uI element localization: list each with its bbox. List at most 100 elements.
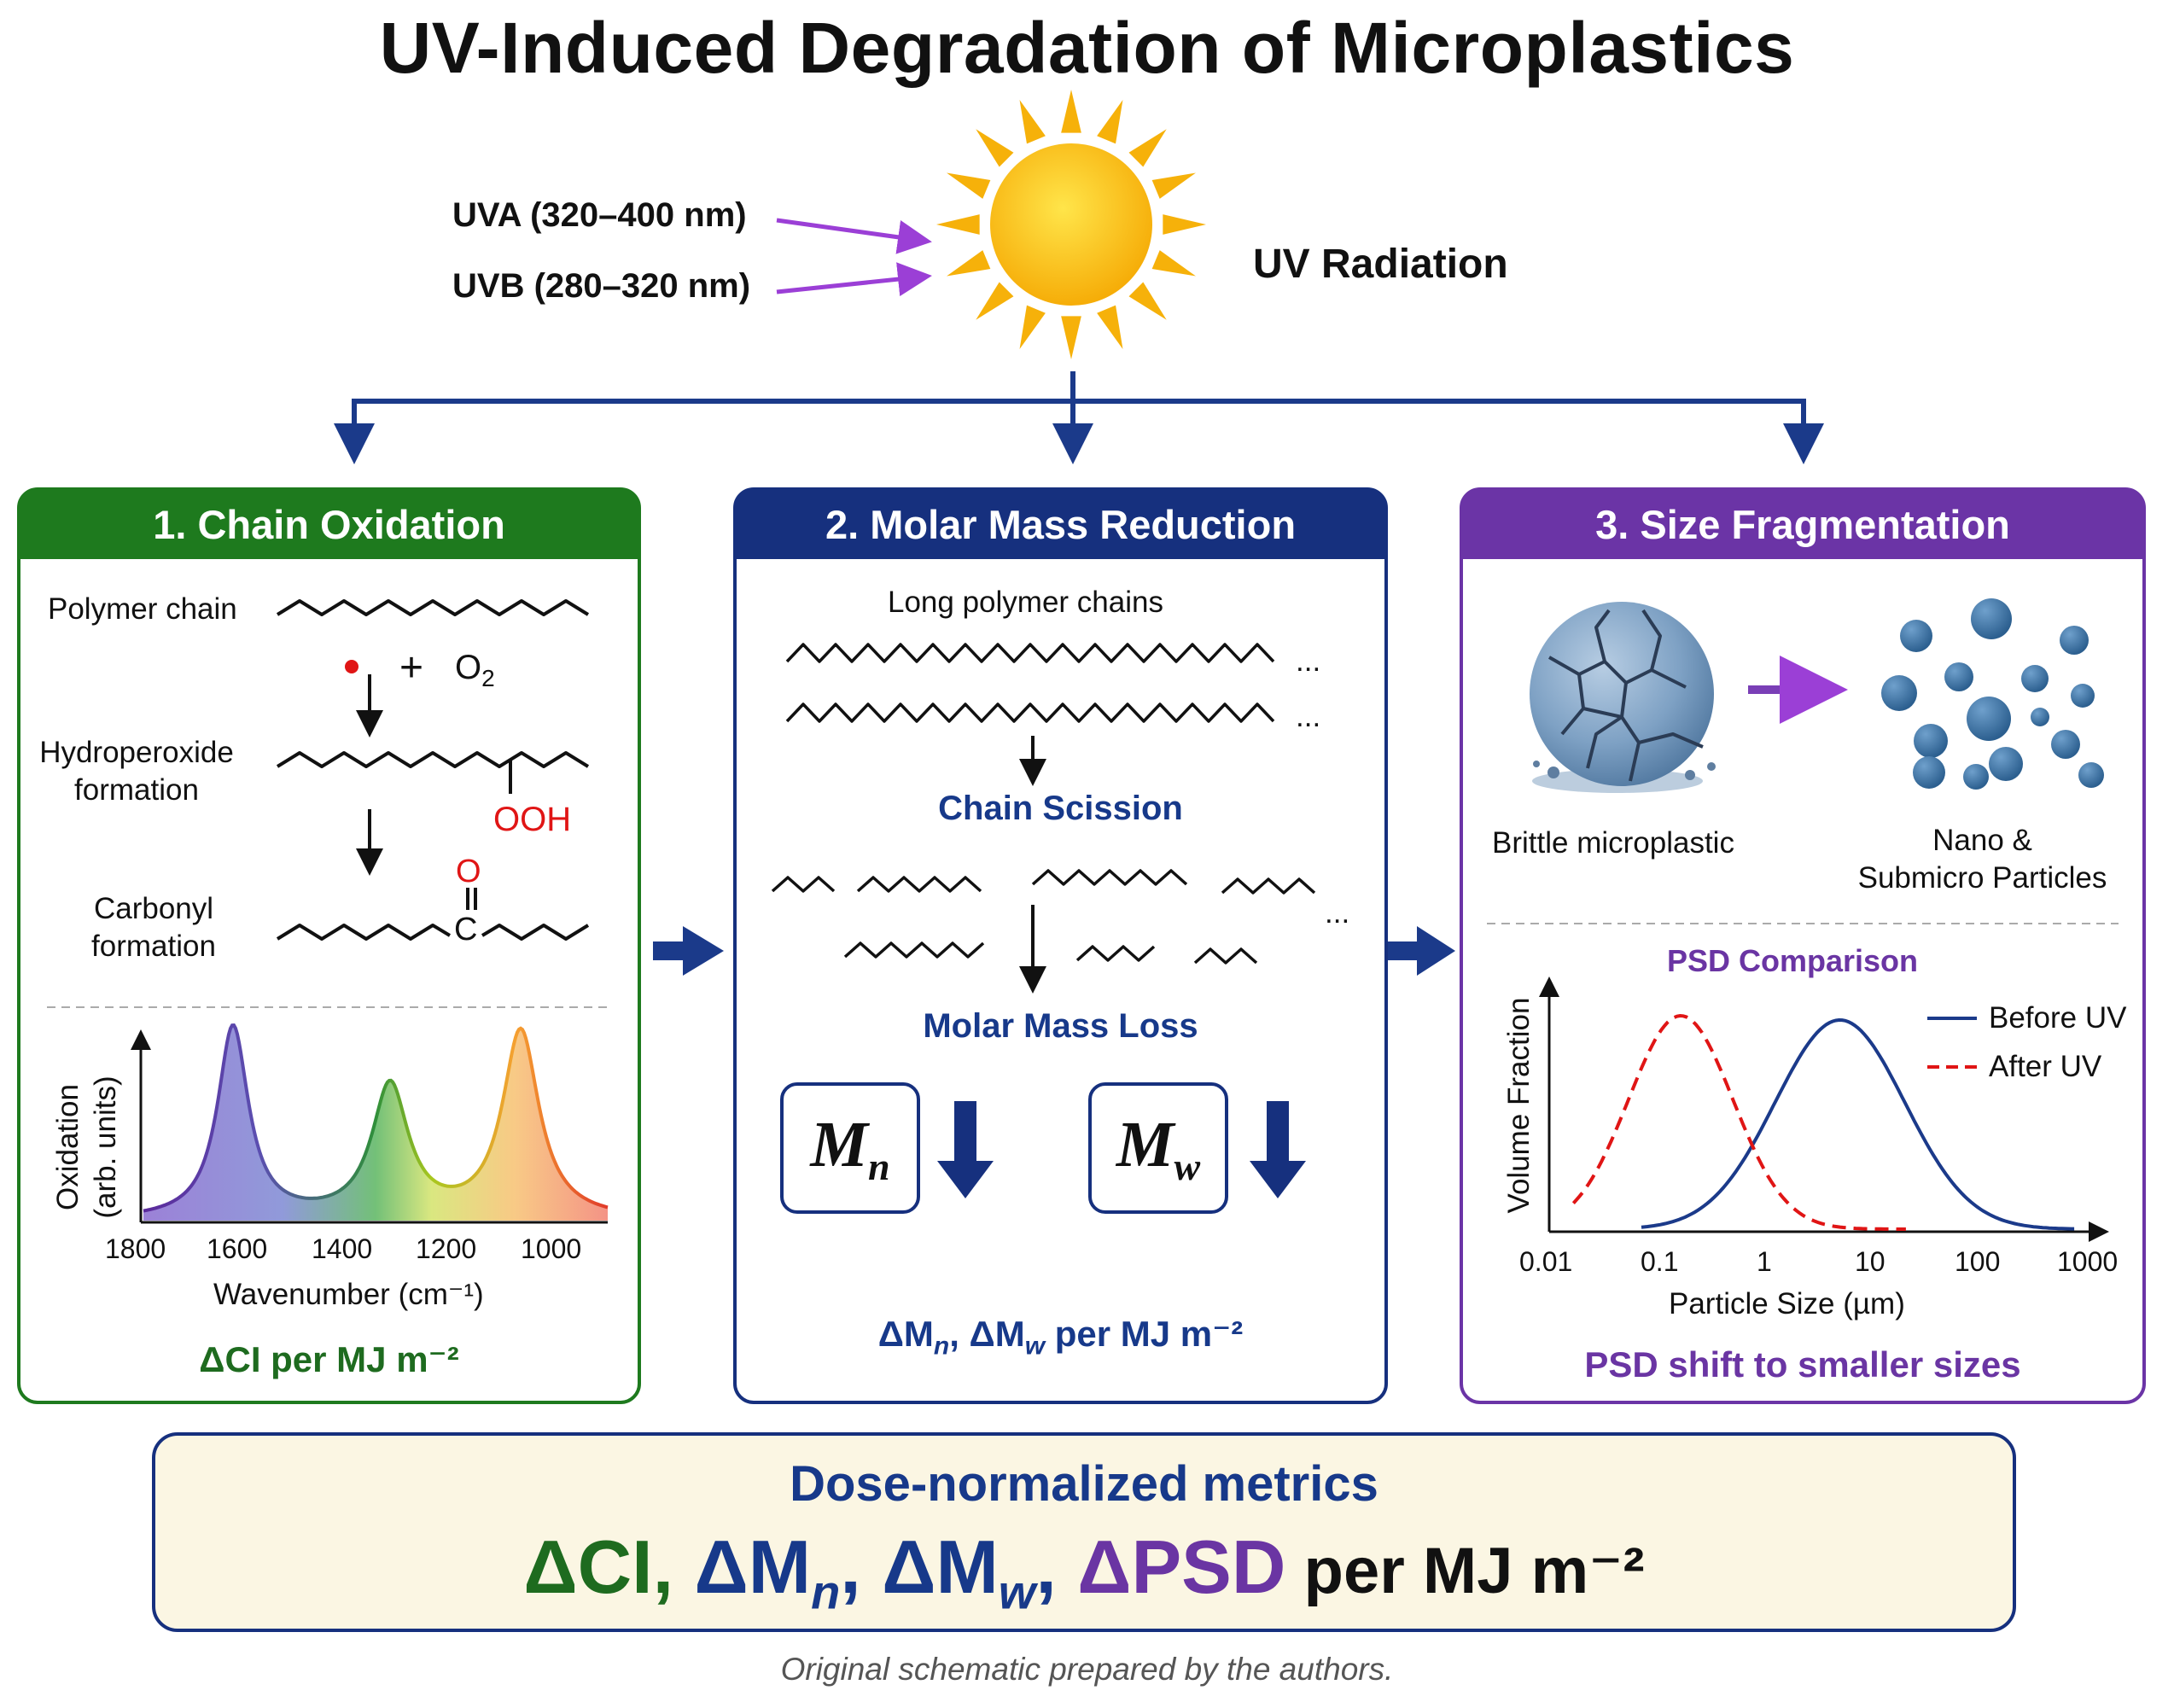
carbonyl-zigzag bbox=[276, 924, 452, 941]
sun-ray bbox=[1097, 305, 1123, 349]
psd-tick: 1000 bbox=[2057, 1246, 2119, 1277]
spectrum-tick: 1200 bbox=[416, 1233, 477, 1264]
oxidation-spectrum bbox=[131, 1023, 609, 1224]
sun-ray bbox=[1019, 100, 1046, 144]
brittle-microplastic-image bbox=[1530, 602, 1716, 793]
sun-ray bbox=[1128, 129, 1167, 167]
nano-particle bbox=[2060, 626, 2089, 655]
spectrum-tick: 1000 bbox=[521, 1233, 582, 1264]
spectrum-tick: 1600 bbox=[207, 1233, 268, 1264]
long-polymer-chain-2 bbox=[785, 702, 1275, 723]
mw-down-arrow-icon bbox=[1250, 1101, 1306, 1198]
uvb-arrow bbox=[776, 262, 932, 297]
nano-particle bbox=[1900, 620, 1932, 652]
plus-sign: + bbox=[399, 645, 424, 691]
hydroperoxide-label: Hydroperoxide formation bbox=[34, 734, 239, 809]
mw-symbol: Mw bbox=[1090, 1108, 1227, 1189]
page-title: UV-Induced Degradation of Microplastics bbox=[379, 8, 1795, 88]
ellipsis: ... bbox=[1296, 644, 1321, 678]
nano-particle bbox=[2071, 684, 2095, 708]
nano-particle bbox=[1914, 724, 1948, 758]
nano-particle bbox=[1989, 747, 2023, 781]
summary-mw-sub: w bbox=[998, 1565, 1036, 1619]
summary-box bbox=[152, 1432, 2016, 1632]
chain-fragment bbox=[843, 941, 985, 959]
mn-box bbox=[780, 1082, 920, 1214]
nano-particle bbox=[2021, 665, 2049, 692]
chain-fragment bbox=[1031, 869, 1188, 886]
chain-fragment bbox=[856, 876, 982, 893]
oxygen-label: O2 bbox=[455, 649, 495, 692]
chain-scission-label: Chain Scission bbox=[938, 790, 1183, 827]
sun-ray bbox=[1163, 214, 1206, 235]
summary-delta-mn: ΔM bbox=[694, 1524, 812, 1609]
psd-chart bbox=[1539, 976, 2109, 1242]
nano-particle bbox=[1967, 697, 2011, 741]
sun-ray bbox=[936, 214, 980, 235]
nano-line-2: Submicro Particles bbox=[1857, 861, 2107, 895]
oxidation-axis-line-2: (arb. units) bbox=[89, 1076, 122, 1219]
ellipsis: ... bbox=[1325, 896, 1350, 930]
chain-fragment bbox=[1193, 947, 1258, 965]
oxygen-subscript: 2 bbox=[481, 665, 495, 691]
panel-2-metric: ΔMn, ΔMw per MJ m⁻² bbox=[735, 1313, 1386, 1361]
nano-particles-label: Nano & Submicro Particles bbox=[1827, 822, 2138, 897]
uvb-label: UVB (280–320 nm) bbox=[452, 267, 751, 305]
oxygen-symbol: O bbox=[455, 649, 482, 686]
psd-before-uv-curve bbox=[1641, 1017, 2075, 1231]
particle-size-axis-label: Particle Size (µm) bbox=[1669, 1287, 1905, 1320]
psd-chart-title: PSD Comparison bbox=[1666, 943, 1919, 978]
metric-delta-mw: , ΔM bbox=[949, 1314, 1025, 1354]
mw-subscript: w bbox=[1174, 1145, 1201, 1189]
mn-down-arrow-icon bbox=[937, 1101, 994, 1198]
flow-arrow-2-3 bbox=[1388, 926, 1455, 976]
nano-particle bbox=[1913, 756, 1945, 789]
panel-1-header: 1. Chain Oxidation bbox=[153, 502, 505, 547]
metric-mn-sub: n bbox=[933, 1332, 950, 1361]
mn-base: M bbox=[810, 1109, 868, 1180]
polymer-chain-label: Polymer chain bbox=[48, 592, 237, 626]
nano-particle bbox=[1944, 662, 1973, 691]
panel-3-metric: PSD shift to smaller sizes bbox=[1584, 1344, 2021, 1384]
spectrum-tick: 1400 bbox=[312, 1233, 373, 1264]
summary-mn-sub: n bbox=[811, 1565, 841, 1619]
summary-comma: , bbox=[840, 1524, 861, 1609]
brittle-microplastic-label: Brittle microplastic bbox=[1492, 826, 1734, 860]
nano-line-1: Nano & bbox=[1932, 824, 2032, 857]
uva-arrow bbox=[776, 218, 932, 254]
carbonyl-label: Carbonyl formation bbox=[51, 890, 256, 965]
metric-delta-mn: ΔM bbox=[877, 1314, 934, 1354]
summary-heading: Dose-normalized metrics bbox=[790, 1456, 1378, 1512]
psd-after-uv-curve bbox=[1571, 1013, 1906, 1231]
nano-particle bbox=[1963, 764, 1989, 790]
oxidation-axis-label: Oxidation (arb. units) bbox=[50, 1045, 125, 1250]
metric-mw-sub: w bbox=[1024, 1332, 1046, 1361]
nano-particle bbox=[2031, 708, 2049, 726]
sun-ray bbox=[976, 129, 1014, 167]
sun-ray bbox=[1097, 100, 1123, 144]
sun-ray bbox=[1061, 90, 1081, 133]
summary-delta-psd: ΔPSD bbox=[1077, 1524, 1286, 1609]
spectrum-tick: 1800 bbox=[105, 1233, 166, 1264]
summary-comma: , bbox=[1035, 1524, 1057, 1609]
carbonyl-zigzag-right bbox=[481, 924, 590, 941]
footnote: Original schematic prepared by the autho… bbox=[780, 1652, 1394, 1687]
chain-fragment bbox=[771, 876, 836, 893]
long-chains-label: Long polymer chains bbox=[888, 586, 1163, 619]
legend-before-uv: Before UV bbox=[1989, 1001, 2127, 1035]
nano-particles-image bbox=[1881, 598, 2104, 790]
oxidation-axis-line-1: Oxidation bbox=[51, 1084, 85, 1210]
sun-ray bbox=[1061, 316, 1081, 359]
sun-ray bbox=[947, 250, 991, 277]
uva-label: UVA (320–400 nm) bbox=[452, 196, 747, 234]
uv-radiation-label: UV Radiation bbox=[1253, 242, 1508, 287]
carbonyl-oxygen-label: O bbox=[456, 854, 481, 889]
distribution-arrows bbox=[334, 371, 1824, 464]
volume-fraction-axis-label: Volume Fraction bbox=[1502, 997, 1536, 1214]
panel-3-header: 3. Size Fragmentation bbox=[1595, 502, 2010, 547]
nano-particle bbox=[1971, 598, 2012, 639]
carbonyl-line-1: Carbonyl bbox=[93, 892, 214, 925]
nano-particle bbox=[1881, 675, 1917, 711]
legend-after-uv: After UV bbox=[1989, 1050, 2102, 1083]
